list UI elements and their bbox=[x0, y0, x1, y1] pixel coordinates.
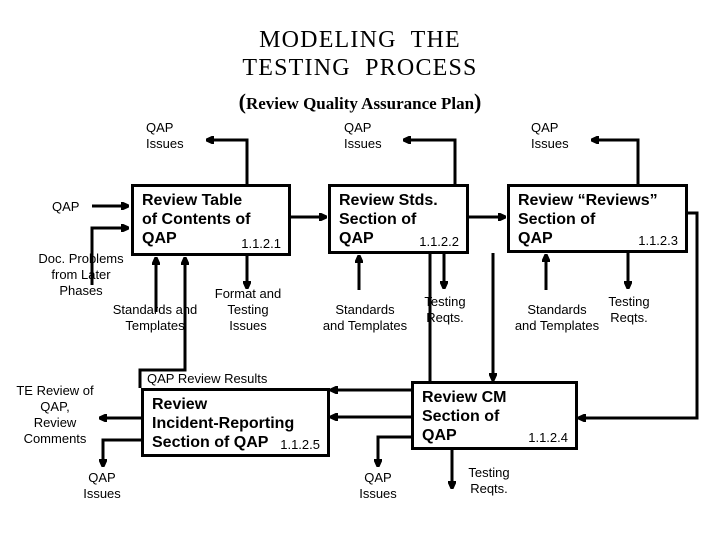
label-standards-and-templates-3: Standards and Templates bbox=[514, 302, 600, 333]
process-box-title: Review CM Section of QAP bbox=[422, 389, 507, 444]
label-qap-review-results: QAP Review Results bbox=[147, 371, 268, 386]
process-box-title: Review “Reviews” Section of QAP bbox=[518, 192, 658, 247]
process-box-number: 1.1.2.2 bbox=[419, 234, 459, 249]
label-testing-reqts-2: Testing Reqts. bbox=[608, 294, 650, 325]
label-qap-issues-4: QAP Issues bbox=[83, 470, 121, 501]
process-box-title: Review Incident-Reporting Section of QAP bbox=[152, 396, 295, 451]
label-standards-and-templates-2: Standards and Templates bbox=[322, 302, 408, 333]
label-testing-reqts-1: Testing Reqts. bbox=[424, 294, 466, 325]
label-qap-issues-1: QAP Issues bbox=[146, 120, 184, 151]
process-box-number: 1.1.2.4 bbox=[528, 430, 568, 445]
process-box-title: Review Stds. Section of QAP bbox=[339, 192, 438, 247]
page-title: MODELING THE TESTING PROCESS (Review Qua… bbox=[0, 26, 720, 114]
process-box-review-reviews-section[interactable]: Review “Reviews” Section of QAP 1.1.2.3 bbox=[507, 184, 688, 253]
process-box-review-cm-section[interactable]: Review CM Section of QAP 1.1.2.4 bbox=[411, 381, 578, 450]
label-doc-problems-from-later-phases: Doc. Problems from Later Phases bbox=[38, 251, 124, 298]
label-format-and-testing-issues: Format and Testing Issues bbox=[214, 286, 282, 333]
label-standards-and-templates-1: Standards and Templates bbox=[112, 302, 198, 333]
process-box-review-incident-reporting-section[interactable]: Review Incident-Reporting Section of QAP… bbox=[141, 388, 330, 457]
subtitle-open-paren: ( bbox=[238, 89, 246, 114]
process-box-number: 1.1.2.1 bbox=[241, 236, 281, 251]
subtitle-text: Review Quality Assurance Plan bbox=[245, 94, 475, 113]
label-qap-input: QAP bbox=[52, 199, 80, 214]
process-box-number: 1.1.2.5 bbox=[280, 437, 320, 452]
subtitle-close-paren: ) bbox=[474, 89, 482, 114]
label-testing-reqts-3: Testing Reqts. bbox=[468, 465, 510, 496]
process-box-number: 1.1.2.3 bbox=[638, 233, 678, 248]
label-qap-issues-3: QAP Issues bbox=[531, 120, 569, 151]
process-box-review-table-of-contents[interactable]: Review Table of Contents of QAP 1.1.2.1 bbox=[131, 184, 291, 256]
title-line-1: MODELING THE bbox=[259, 27, 461, 53]
process-box-review-stds-section[interactable]: Review Stds. Section of QAP 1.1.2.2 bbox=[328, 184, 469, 254]
label-te-review-of-qap-review-comments: TE Review of QAP, Review Comments bbox=[16, 383, 94, 446]
label-qap-issues-5: QAP Issues bbox=[359, 470, 397, 501]
page-subtitle: (Review Quality Assurance Plan) bbox=[0, 89, 720, 114]
label-qap-issues-2: QAP Issues bbox=[344, 120, 382, 151]
process-box-title: Review Table of Contents of QAP bbox=[142, 192, 251, 247]
title-line-2: TESTING PROCESS bbox=[242, 55, 478, 81]
